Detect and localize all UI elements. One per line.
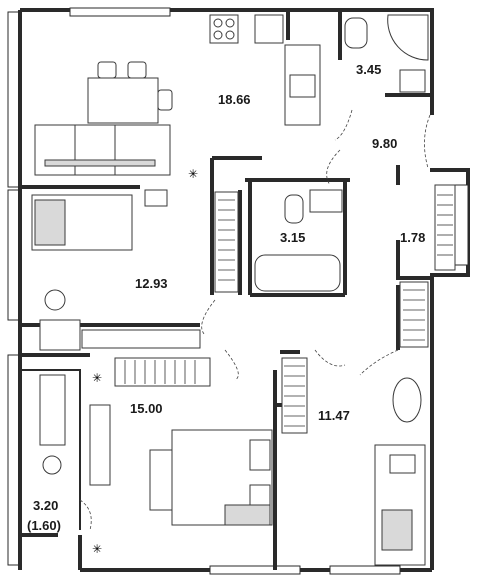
bedroom-center-furniture xyxy=(89,404,273,526)
toilet xyxy=(344,17,368,49)
area-wc-small: 3.45 xyxy=(356,62,381,77)
chair xyxy=(97,61,117,79)
wardrobe-hall xyxy=(214,191,239,293)
toilet xyxy=(284,194,304,224)
wc-furniture xyxy=(344,14,429,93)
stove xyxy=(209,14,239,44)
area-balcony-reduced: (1.60) xyxy=(27,518,61,533)
bench xyxy=(149,449,173,511)
pillow xyxy=(381,509,413,551)
plant-icon: ✳ xyxy=(92,371,102,385)
living-furniture: ✳ xyxy=(34,14,321,181)
shower xyxy=(387,14,429,61)
window-top xyxy=(69,7,171,17)
washing-machine xyxy=(399,69,426,93)
bedroom-right-furniture xyxy=(374,377,426,566)
chair xyxy=(127,61,147,79)
kitchen-sink xyxy=(254,14,284,44)
round-chair xyxy=(44,289,66,311)
outer-walls xyxy=(7,7,470,575)
washbasin xyxy=(289,74,316,98)
dining-table xyxy=(87,77,159,124)
wardrobe-closet xyxy=(434,184,456,271)
balcony-bench xyxy=(39,374,66,446)
chair xyxy=(157,89,173,111)
radiator xyxy=(144,189,168,207)
window-right xyxy=(454,184,469,266)
shelf xyxy=(81,329,201,349)
bathroom-furniture xyxy=(254,189,343,292)
rug xyxy=(392,377,422,423)
pillow xyxy=(249,439,271,471)
plant-icon: ✳ xyxy=(92,542,102,556)
window-bottom-right xyxy=(329,565,401,575)
balcony-furniture: ✳ ✳ xyxy=(39,371,102,556)
tv-stand xyxy=(89,404,111,486)
wardrobe-hall-right xyxy=(399,281,429,348)
window-bottom xyxy=(209,565,301,575)
pillow xyxy=(34,199,66,246)
rug xyxy=(44,159,156,167)
wardrobe-bedroom-center xyxy=(114,357,211,387)
area-bedroom-center: 15.00 xyxy=(130,401,163,416)
area-closet: 1.78 xyxy=(400,230,425,245)
area-bathroom: 3.15 xyxy=(280,230,305,245)
wardrobes xyxy=(114,184,456,434)
door-swings xyxy=(79,109,431,531)
blanket xyxy=(224,504,271,526)
bedroom-left-furniture xyxy=(31,189,201,351)
bathtub xyxy=(254,254,341,292)
desk xyxy=(39,319,81,351)
area-balcony: 3.20 xyxy=(33,498,58,513)
area-bedroom-left: 12.93 xyxy=(135,276,168,291)
area-living-kitchen: 18.66 xyxy=(218,92,251,107)
plant-icon: ✳ xyxy=(188,167,198,181)
room-labels: 18.66 3.45 9.80 3.15 1.78 12.93 15.00 11… xyxy=(27,62,425,533)
balcony-table xyxy=(42,455,62,475)
area-bedroom-right: 11.47 xyxy=(318,408,350,423)
area-hall: 9.80 xyxy=(372,136,397,151)
wardrobe-bedroom-right xyxy=(281,357,308,434)
interior-walls xyxy=(20,10,432,570)
sofa xyxy=(34,124,171,176)
washbasin xyxy=(309,189,343,213)
laptop xyxy=(389,454,416,474)
